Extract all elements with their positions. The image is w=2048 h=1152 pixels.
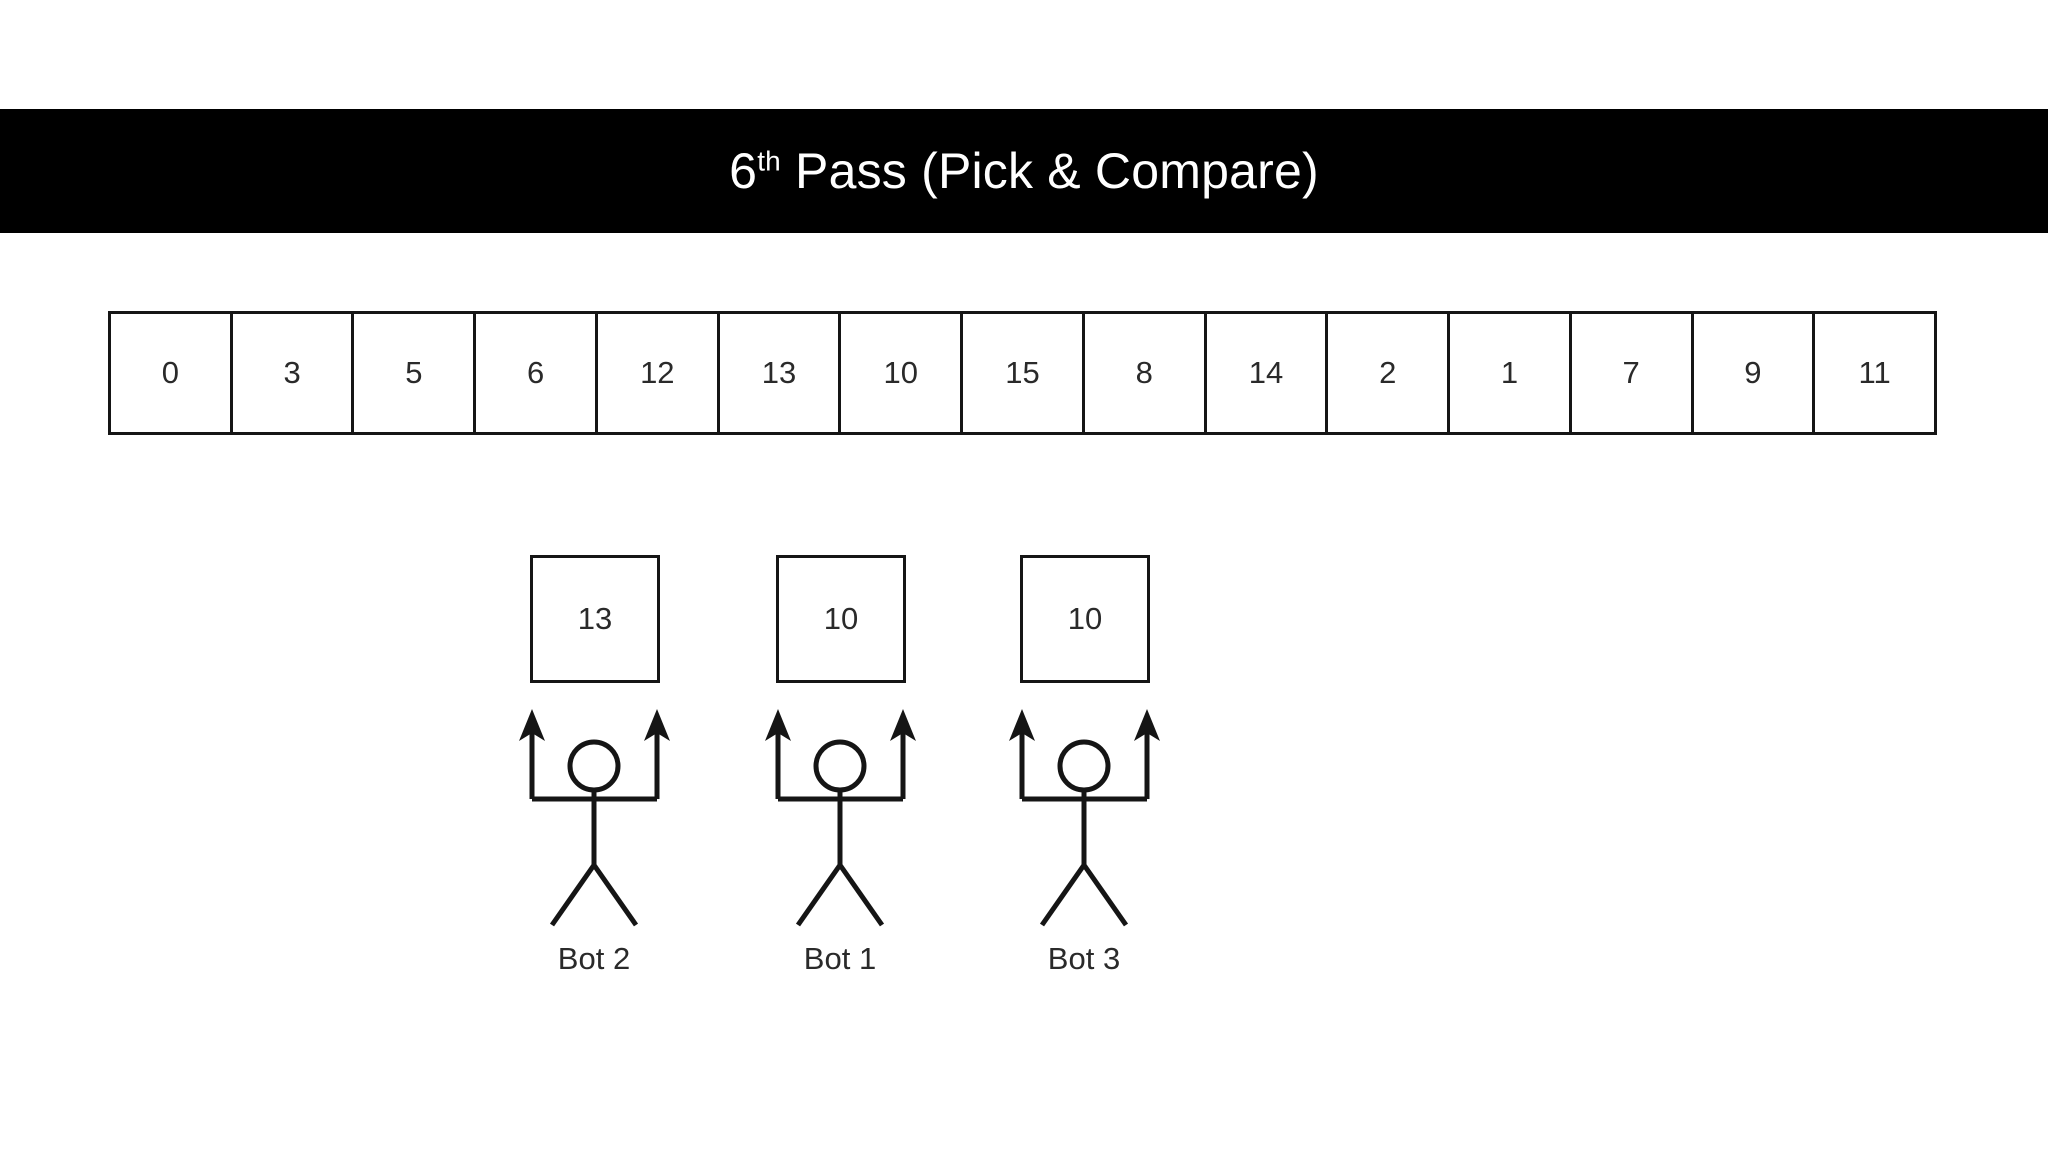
- bot-figure-group[interactable]: 10 Bot 1: [715, 553, 965, 1003]
- array-cell[interactable]: 2: [1328, 314, 1451, 432]
- array-cell[interactable]: 10: [841, 314, 964, 432]
- stick-figure-icon: [715, 683, 965, 943]
- bot-held-value-box[interactable]: 13: [530, 555, 660, 683]
- bot-held-value-box[interactable]: 10: [776, 555, 906, 683]
- array-cell[interactable]: 14: [1206, 314, 1329, 432]
- array-cell[interactable]: 1: [1450, 314, 1572, 432]
- arrow-up-icon: [1009, 709, 1035, 741]
- stick-figure-icon: [469, 683, 719, 943]
- arrow-up-icon: [519, 709, 545, 741]
- bot-figure-group[interactable]: 13: [469, 553, 719, 1003]
- array-cell[interactable]: 11: [1815, 314, 1935, 432]
- array-cell[interactable]: 12: [597, 314, 720, 432]
- array-cell[interactable]: 5: [354, 314, 477, 432]
- bot-held-value-box[interactable]: 10: [1020, 555, 1150, 683]
- bot-label: Bot 3: [1047, 941, 1121, 976]
- array-cell[interactable]: 7: [1571, 314, 1694, 432]
- title-ordinal-number: 6: [729, 143, 758, 199]
- title-rest: Pass (Pick & Compare): [780, 143, 1319, 199]
- array-cell[interactable]: 8: [1084, 314, 1207, 432]
- bot-figure-group[interactable]: 10 Bot 3: [959, 553, 1209, 1003]
- data-array: 0 3 5 6 12 13 10 15 8 14 2 1 7 9 11: [108, 311, 1937, 435]
- stick-figure-icon: [959, 683, 1209, 943]
- arrow-up-icon: [765, 709, 791, 741]
- bot-label: Bot 2: [557, 941, 631, 976]
- arrow-up-icon: [1134, 709, 1160, 741]
- array-cell[interactable]: 15: [963, 314, 1085, 432]
- arrow-up-icon: [644, 709, 670, 741]
- title-bar: 6th Pass (Pick & Compare): [0, 109, 2048, 233]
- array-cell[interactable]: 0: [111, 314, 233, 432]
- arrow-up-icon: [890, 709, 916, 741]
- array-cell[interactable]: 3: [232, 314, 355, 432]
- array-cell[interactable]: 6: [476, 314, 598, 432]
- bot-label: Bot 1: [803, 941, 877, 976]
- page-title: 6th Pass (Pick & Compare): [729, 146, 1319, 196]
- title-ordinal-suffix: th: [757, 145, 781, 177]
- array-cell[interactable]: 9: [1693, 314, 1816, 432]
- array-cell[interactable]: 13: [719, 314, 842, 432]
